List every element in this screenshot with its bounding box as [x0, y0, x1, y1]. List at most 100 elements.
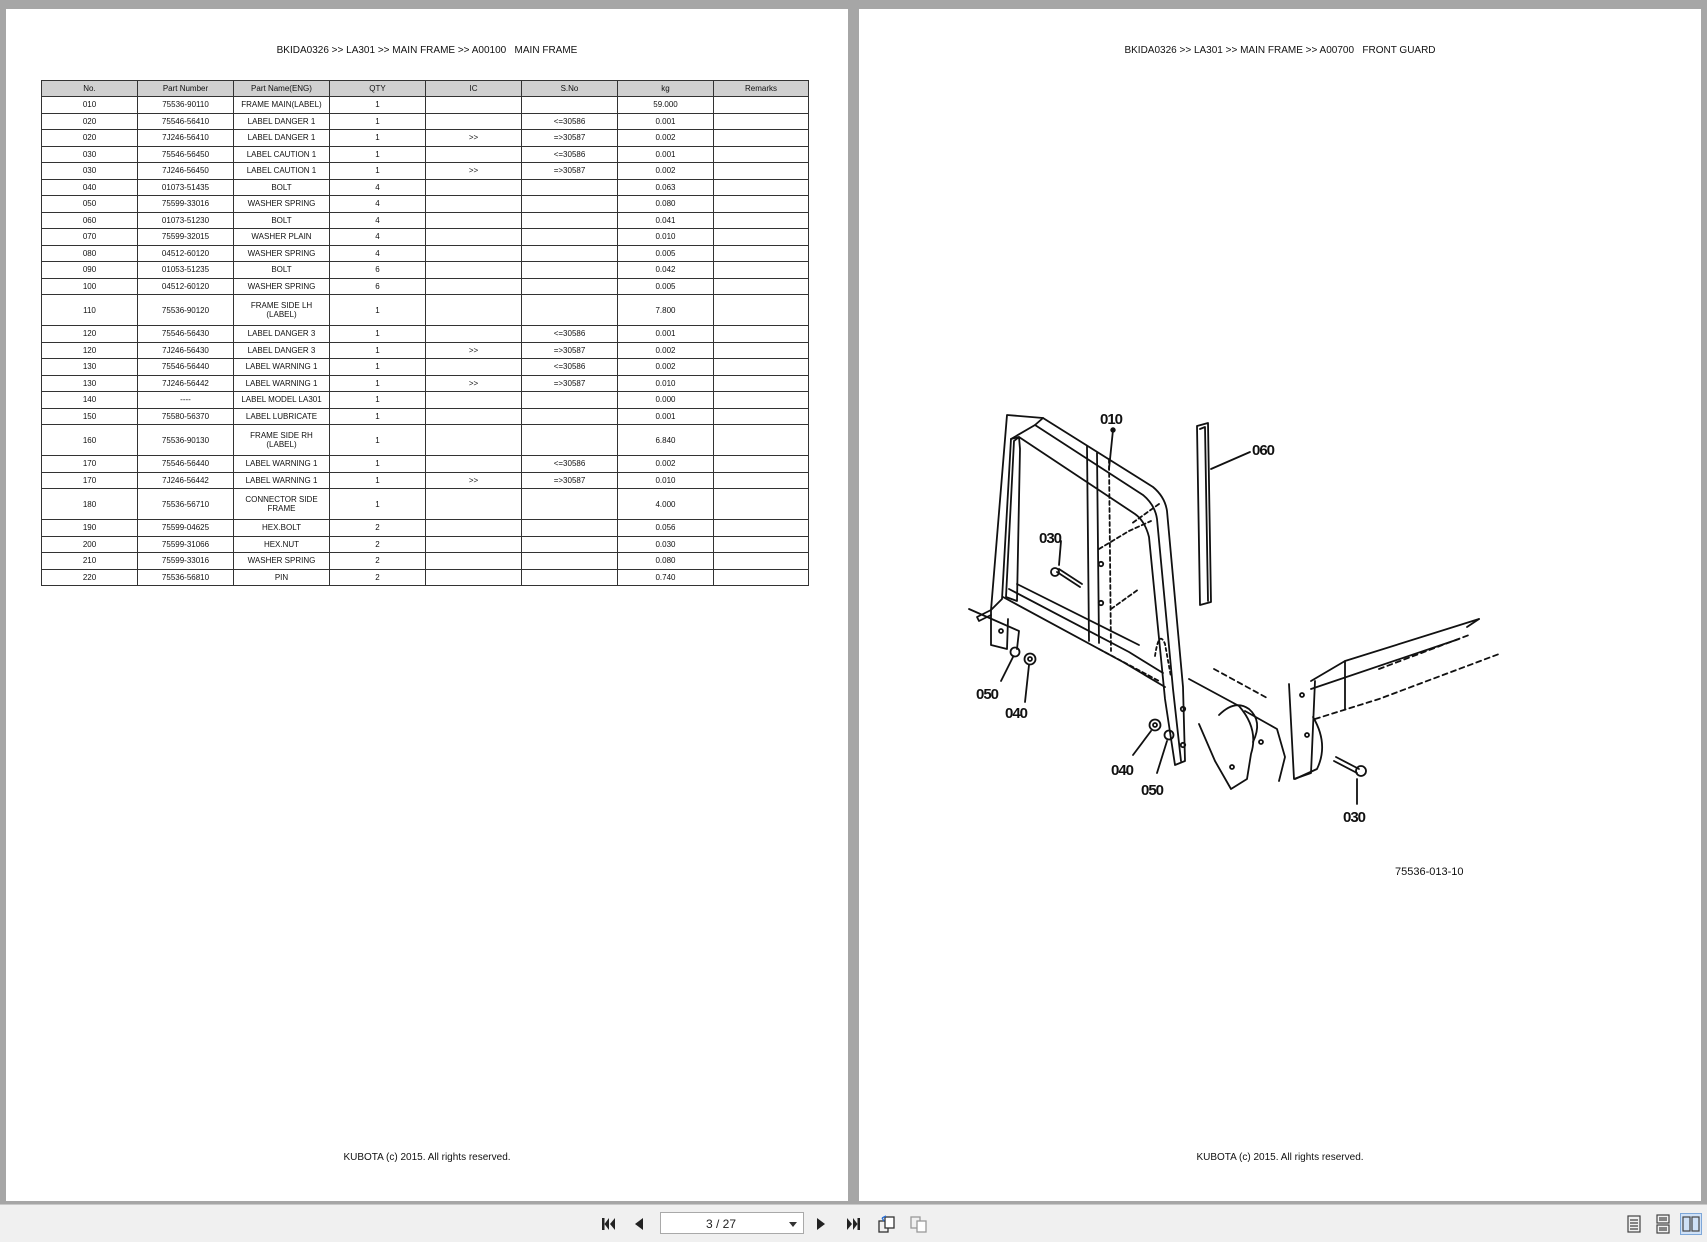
table-cell: 2 [329, 519, 426, 537]
table-cell [713, 519, 809, 537]
table-cell: 0.001 [617, 112, 714, 130]
table-cell [425, 294, 522, 326]
next-page-icon[interactable] [810, 1213, 832, 1235]
column-header: Part Name(ENG) [233, 80, 330, 97]
table-cell: 150 [41, 407, 138, 425]
chevron-down-icon[interactable] [789, 1222, 797, 1227]
two-page-icon[interactable] [1680, 1213, 1702, 1235]
table-cell: 1 [329, 424, 426, 456]
table-cell: 04512-60120 [137, 244, 234, 262]
table-cell: 4 [329, 244, 426, 262]
table-cell: =>30587 [521, 471, 618, 489]
table-cell: 1 [329, 162, 426, 180]
table-cell: LABEL CAUTION 1 [233, 145, 330, 163]
table-cell [521, 391, 618, 409]
table-cell: 75536-56810 [137, 568, 234, 586]
table-cell: >> [425, 341, 522, 359]
table-cell: 0.042 [617, 261, 714, 279]
table-cell: 010 [41, 96, 138, 114]
rotate-icon[interactable] [876, 1213, 898, 1235]
table-cell: 120 [41, 325, 138, 343]
page-number-field[interactable]: 3 / 27 [660, 1212, 804, 1234]
table-cell [713, 471, 809, 489]
continuous-icon[interactable] [1652, 1213, 1674, 1235]
front-guard-diagram: 060 010 030 050 040 [968, 411, 1500, 826]
table-cell [425, 455, 522, 473]
table-cell [713, 277, 809, 295]
first-page-icon[interactable] [598, 1213, 620, 1235]
right-page: BKIDA0326 >> LA301 >> MAIN FRAME >> A007… [859, 9, 1701, 1201]
table-cell: 75536-56710 [137, 488, 234, 520]
table-cell: LABEL WARNING 1 [233, 455, 330, 473]
table-cell [713, 374, 809, 392]
table-cell: >> [425, 162, 522, 180]
table-cell: 160 [41, 424, 138, 456]
table-cell [521, 195, 618, 213]
table-cell: 0.010 [617, 374, 714, 392]
table-cell: 75599-04625 [137, 519, 234, 537]
copy-icon[interactable] [908, 1213, 930, 1235]
single-page-icon[interactable] [1623, 1213, 1645, 1235]
table-cell: 0.002 [617, 341, 714, 359]
table-cell: 6 [329, 261, 426, 279]
table-cell: 01053-51235 [137, 261, 234, 279]
left-page: BKIDA0326 >> LA301 >> MAIN FRAME >> A001… [6, 9, 848, 1201]
table-cell: 0.001 [617, 407, 714, 425]
table-cell: 060 [41, 211, 138, 229]
prev-page-icon[interactable] [628, 1213, 650, 1235]
table-cell [713, 96, 809, 114]
table-cell: 050 [41, 195, 138, 213]
last-page-icon[interactable] [842, 1213, 864, 1235]
table-cell [425, 535, 522, 553]
table-cell: 7.800 [617, 294, 714, 326]
copyright: KUBOTA (c) 2015. All rights reserved. [343, 1152, 511, 1163]
table-cell: 2 [329, 535, 426, 553]
table-cell: 1 [329, 325, 426, 343]
table-cell: 210 [41, 552, 138, 570]
callout-010: 010 [1100, 411, 1123, 428]
table-cell: 0.010 [617, 228, 714, 246]
table-cell: HEX.NUT [233, 535, 330, 553]
table-cell: 070 [41, 228, 138, 246]
table-cell: 030 [41, 162, 138, 180]
table-cell: 75599-33016 [137, 552, 234, 570]
table-cell: LABEL LUBRICATE [233, 407, 330, 425]
table-cell [521, 228, 618, 246]
table-cell: 6.840 [617, 424, 714, 456]
table-cell [713, 129, 809, 147]
table-cell: FRAME SIDE RH (LABEL) [233, 424, 330, 456]
table-cell: 2 [329, 552, 426, 570]
table-cell [425, 96, 522, 114]
table-cell: LABEL DANGER 3 [233, 325, 330, 343]
table-cell: 7J246-56442 [137, 471, 234, 489]
table-cell [713, 244, 809, 262]
callout-030-top: 030 [1039, 530, 1062, 547]
table-cell: LABEL MODEL LA301 [233, 391, 330, 409]
column-header: Remarks [713, 80, 809, 97]
table-cell: 0.080 [617, 195, 714, 213]
table-cell: WASHER PLAIN [233, 228, 330, 246]
table-cell: 1 [329, 391, 426, 409]
table-cell [425, 325, 522, 343]
table-cell: BOLT [233, 211, 330, 229]
table-cell: =>30587 [521, 162, 618, 180]
table-cell [521, 552, 618, 570]
table-cell [425, 358, 522, 376]
table-cell: BOLT [233, 178, 330, 196]
table-cell: 01073-51435 [137, 178, 234, 196]
table-cell: 1 [329, 129, 426, 147]
table-cell: LABEL WARNING 1 [233, 471, 330, 489]
table-cell [425, 391, 522, 409]
table-cell [713, 424, 809, 456]
